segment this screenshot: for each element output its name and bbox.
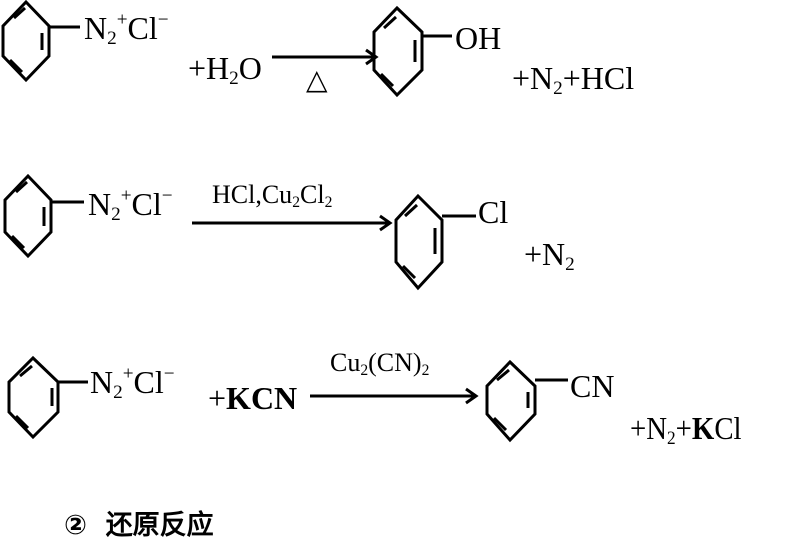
section-heading: ② 还原反应 [64, 512, 214, 539]
formula-part: +N [630, 410, 668, 446]
formula-part: N [88, 186, 112, 222]
diazonium-salt-formula: N2+Cl− [84, 9, 169, 47]
subscript: 2 [111, 203, 121, 225]
product-group-cn: CN [570, 368, 615, 404]
charge-minus: − [163, 363, 175, 385]
benzene-ring-icon [485, 359, 568, 443]
formula-part: Cl [299, 180, 325, 209]
charge-plus: + [116, 9, 128, 31]
formula-part: HCl,Cu [212, 180, 293, 209]
subscript: 2 [565, 253, 575, 275]
formula-part: +H [188, 50, 230, 86]
byproducts: +N2 [524, 236, 575, 274]
formula-part: Cl [714, 410, 742, 446]
kcn-coreactant: +KCN [208, 382, 297, 414]
subscript: 2 [113, 381, 123, 403]
reaction-arrow-icon [310, 387, 479, 405]
diazonium-salt-formula: N2+Cl− [88, 185, 173, 223]
anion: Cl [127, 10, 158, 46]
subscript: 2 [553, 77, 563, 99]
charge-plus: + [120, 185, 132, 207]
subscript: 2 [292, 193, 300, 211]
benzene-ring-icon [394, 193, 476, 291]
anion: Cl [131, 186, 162, 222]
formula-part: KCN [226, 380, 298, 416]
formula-part: Cu [330, 348, 361, 377]
reaction-condition: Cu2(CN)2 [330, 348, 430, 379]
formula-part: (CN) [368, 348, 422, 377]
heat-condition: △ [306, 63, 328, 96]
formula-part: +N [524, 236, 566, 272]
charge-minus: − [157, 9, 169, 31]
subscript: 2 [229, 67, 239, 89]
subscript: 2 [107, 27, 117, 49]
reaction-arrow-icon [272, 48, 379, 66]
section-number: ② [64, 510, 87, 541]
formula-part: +N [512, 60, 554, 96]
plus-sign: + [675, 410, 692, 446]
product-group-oh: OH [455, 20, 502, 56]
benzene-ring-icon [7, 355, 88, 440]
plus-sign: + [208, 380, 227, 416]
formula-part: +HCl [562, 60, 635, 96]
charge-minus: − [161, 185, 173, 207]
reaction-condition: HCl,Cu2Cl2 [212, 180, 333, 211]
byproducts: +N2+HCl [512, 60, 635, 98]
anion: Cl [133, 364, 164, 400]
subscript: 2 [421, 361, 430, 379]
diazonium-salt-formula: N2+Cl− [90, 363, 175, 401]
formula-part: K [691, 410, 715, 446]
subscript: 2 [667, 427, 676, 449]
formula-part: O [238, 50, 262, 86]
formula-part: N [90, 364, 114, 400]
benzene-ring-icon [372, 5, 452, 98]
water-coreactant: +H2O [188, 50, 262, 88]
formula-part: N [84, 10, 108, 46]
subscript: 2 [324, 193, 333, 211]
byproducts: +N2+KCl [630, 410, 742, 448]
section-title: 还原反应 [105, 510, 214, 541]
reaction-arrow-icon [192, 214, 393, 232]
charge-plus: + [122, 363, 134, 385]
subscript: 2 [360, 361, 369, 379]
benzene-ring-icon [3, 173, 84, 259]
benzene-ring-icon [1, 0, 80, 83]
product-group-cl: Cl [478, 194, 509, 230]
